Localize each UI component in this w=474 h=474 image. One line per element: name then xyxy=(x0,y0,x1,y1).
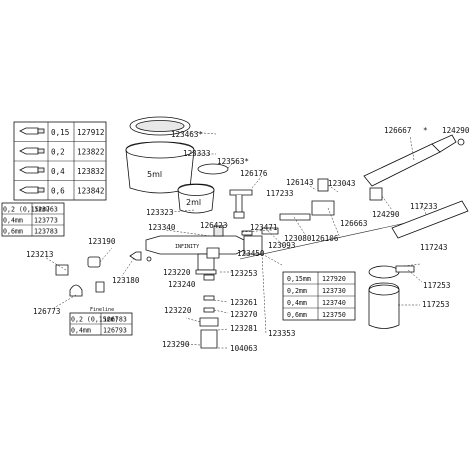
part-number-label: 123043 xyxy=(328,179,355,188)
part-number-label: 126773 xyxy=(33,307,60,316)
nozzle-cap-table: 0,2 (0,15mm) 126783 0,4mm 126793 Finelin… xyxy=(69,307,133,336)
table-cell: 0,2 xyxy=(51,148,65,157)
leader-lines xyxy=(45,131,427,349)
part-number-label: 126423 xyxy=(200,221,227,230)
part-number-label: 123240 xyxy=(168,280,196,289)
bottle-assembly xyxy=(368,265,415,329)
paint-cup-2ml: 2ml xyxy=(177,163,229,214)
table-cell: 123730 xyxy=(322,287,346,295)
table-cell: 123842 xyxy=(77,187,104,196)
part-number-label: 104063 xyxy=(230,344,257,353)
table-cell: 123822 xyxy=(77,148,104,157)
table-cell: 126783 xyxy=(103,316,127,324)
table-cell: 0,4mm xyxy=(3,217,23,225)
table-cell: 0,4mm xyxy=(287,299,307,307)
nozzle-icon xyxy=(19,186,45,194)
table-cell: 123773 xyxy=(34,217,58,225)
table-cell: 123832 xyxy=(77,167,104,176)
table-cell: 0,6mm xyxy=(287,311,307,319)
part-labels: 123463* 123333 123563* 126176 123323 126… xyxy=(26,126,470,353)
table-cell: 126793 xyxy=(103,327,127,335)
part-number-label: 123270 xyxy=(230,310,258,319)
table-cell: 127920 xyxy=(322,275,346,283)
cup-volume-label: 5ml xyxy=(147,170,162,179)
paint-cup-5ml: 5ml xyxy=(125,116,195,194)
part-number-label: 123450 xyxy=(237,249,265,258)
part-number-label: 126176 xyxy=(240,169,268,178)
cup-volume-label: 2ml xyxy=(186,198,201,207)
part-number-label: 126667 xyxy=(384,126,411,135)
part-number-label: 123563* xyxy=(217,157,249,166)
part-number-label: 126143 xyxy=(286,178,313,187)
part-number-label: 126106 xyxy=(311,234,339,243)
part-number-label: 123220 xyxy=(163,268,191,277)
table-cell: 0,4mm xyxy=(71,327,91,335)
table-cell: 0,15 xyxy=(51,128,69,137)
table-cell: 0,2 (0,15mm) xyxy=(71,316,119,324)
part-number-label: 124290 xyxy=(442,126,470,135)
table-cell: 123750 xyxy=(322,311,346,319)
needle-size-table: 0,2 (0,15mm) 123763 0,4mm 123773 0,6mm 1… xyxy=(1,202,65,237)
nozzle-parts xyxy=(55,251,152,297)
trigger-parts xyxy=(199,189,253,349)
needle-chucking-parts xyxy=(239,178,439,260)
brand-engraving: INFINITY xyxy=(175,244,199,250)
part-number-label: 123253 xyxy=(230,269,257,278)
part-number-label: 123093 xyxy=(268,241,295,250)
table-cell: 0,2 (0,15mm) xyxy=(3,206,51,214)
table-cell: 0,15mm xyxy=(287,275,311,283)
fineline-label: Fineline xyxy=(90,307,114,313)
nozzle-size-table: 0,15 127912 0,2 123822 0,4 123832 0,6 12… xyxy=(13,121,107,201)
table-cell: 0,4 xyxy=(51,167,65,176)
nozzle-icon xyxy=(19,127,45,135)
part-number-label: 117233 xyxy=(410,202,437,211)
part-number-label: 117253 xyxy=(422,300,449,309)
part-number-label: 123340 xyxy=(148,223,176,232)
table-cell: 123783 xyxy=(34,228,58,236)
part-number-label: 123080 xyxy=(284,234,312,243)
table-cell: 0,2mm xyxy=(287,287,307,295)
part-number-label: 123323 xyxy=(146,208,173,217)
part-number-label: 123333 xyxy=(183,149,210,158)
part-number-label: 123463* xyxy=(171,130,203,139)
part-number-label: 123261 xyxy=(230,298,258,307)
part-number-label: 124290 xyxy=(372,210,400,219)
part-number-label: 123290 xyxy=(162,340,190,349)
asterisk-mark: * xyxy=(423,126,428,135)
part-number-label: 123353 xyxy=(268,329,295,338)
table-cell: 0,6mm xyxy=(3,228,23,236)
part-number-label: 123471 xyxy=(250,223,278,232)
part-number-label: 123180 xyxy=(112,276,140,285)
part-number-label: 123220 xyxy=(164,306,192,315)
handle xyxy=(363,134,469,239)
part-number-label: 123213 xyxy=(26,250,53,259)
part-number-label: 117233 xyxy=(266,189,293,198)
nozzle-icon xyxy=(19,166,45,174)
airbrush-body: INFINITY xyxy=(145,225,263,275)
nozzle-icon xyxy=(19,147,45,155)
part-number-label: 123190 xyxy=(88,237,116,246)
part-number-label: 117243 xyxy=(420,243,447,252)
part-number-label: 123281 xyxy=(230,324,258,333)
table-cell: 123763 xyxy=(34,206,58,214)
part-number-label: 126663 xyxy=(340,219,367,228)
part-number-label: 117253 xyxy=(423,281,450,290)
table-cell: 127912 xyxy=(77,128,104,137)
needle-size-table-right: 0,15mm 127920 0,2mm 123730 0,4mm 123740 … xyxy=(282,271,356,321)
table-cell: 0,6 xyxy=(51,187,65,196)
table-cell: 123740 xyxy=(322,299,346,307)
